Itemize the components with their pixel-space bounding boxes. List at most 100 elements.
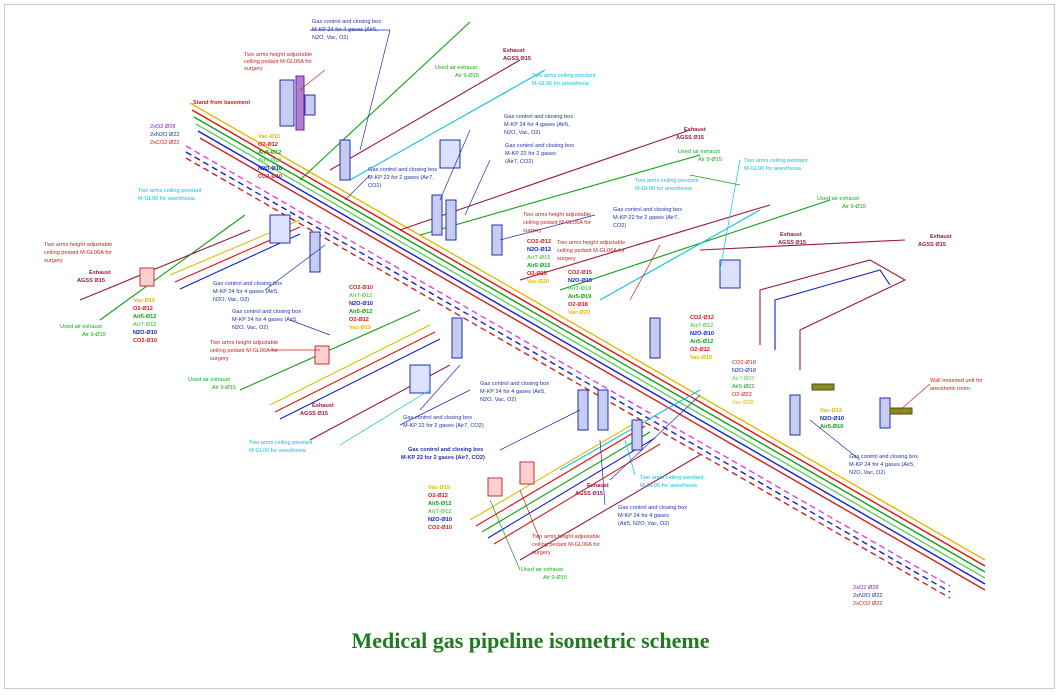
pipe-list-c-item: O2-Ø12 [349, 317, 369, 323]
pipe-list-c-item: Vac-Ø15 [349, 325, 371, 331]
left-top-gas-b: 2xN2O Ø22 [150, 132, 180, 138]
used-top-label-b: Air 9-Ø15 [455, 73, 479, 79]
pipe-list-f-item: Air7-Ø12 [690, 323, 713, 329]
box12-label-b: M-KP 24 for 4 gases (Air5, [849, 462, 915, 468]
pendant-top-label-b: ceiling pedant M-GL06A for [244, 59, 312, 65]
exhaust3-label: Exhaust [780, 232, 802, 238]
pipe-list-e: CO2-Ø15 N2O-Ø15 Air7-Ø19 Air5-Ø19 O2-Ø18… [568, 270, 592, 316]
pipe-list-f-item: Vac-Ø15 [690, 355, 712, 361]
pipe-list-a-item: Vac-Ø15 [258, 134, 280, 140]
pipe-list-i: Vac-Ø15 O2-Ø12 Air5-Ø12 Air7-Ø12 N2O-Ø10… [428, 485, 452, 531]
used7-label-a: Used air exhaust [521, 567, 563, 573]
exhaust2-size: AGSS Ø15 [676, 135, 704, 141]
pipe-list-i-item: CO2-Ø10 [428, 525, 452, 531]
box12-label-c: N2O, Vac, O2) [849, 470, 885, 476]
cyan3-label-a: Two arms ceiling pendant [635, 178, 699, 184]
pipe-list-d: CO2-Ø12 N2O-Ø12 Air7-Ø15 Air5-Ø15 O2-Ø15… [527, 239, 551, 285]
diagram-frame [4, 4, 1055, 689]
pendant-top-label-a: Two arms height adjustable [244, 52, 312, 58]
box-top-label-b: M-KP 24 for 4 gases (Air5, [312, 27, 378, 33]
box4-label-c: CO2) [368, 183, 382, 189]
used3-label-b: Air 9-Ø15 [842, 204, 866, 210]
equipment-blocks [139, 75, 913, 497]
box8-label-a: Gas control and closing box [480, 381, 549, 387]
box8-label-b: M-KP 24 for 4 gases (Air5, [480, 389, 546, 395]
box4-label-b: M-KP 22 for 2 gases (Air7, [368, 175, 434, 181]
pipe-list-f: CO2-Ø12 Air7-Ø12 N2O-Ø10 Air5-Ø12 O2-Ø12… [690, 315, 714, 361]
pipe-list-c: CO2-Ø10 Air7-Ø12 N2O-Ø10 Air5-Ø12 O2-Ø12… [349, 285, 373, 331]
pipe-list-g-item: Vac-Ø28 [732, 400, 754, 406]
box2-label-c: N2O, Vac, O2) [504, 130, 540, 136]
pipe-list-d-item: Air5-Ø15 [527, 263, 550, 269]
cyan3-label-b: M-GL06 for anesthesia [635, 186, 693, 192]
pipe-list-b-item: Air7-Ø12 [133, 322, 156, 328]
cyan5-label-a: Two arms ceiling pendant [249, 440, 313, 446]
box4-label-a: Gas control and closing box [368, 167, 437, 173]
pipe-list-i-item: N2O-Ø10 [428, 517, 452, 523]
used3-label-a: Used air exhaust [817, 196, 859, 202]
box3-label-c: (Air7, CO2) [505, 159, 533, 165]
exhaust6-size: AGSS Ø15 [300, 411, 328, 417]
left-top-gas-c: 2xCO2 Ø22 [150, 140, 180, 146]
pendant4-label-a: Two arms height adjustable [44, 242, 112, 248]
pipe-list-g-item: CO2-Ø18 [732, 360, 756, 366]
cyan2-label-a: Two arms ceiling pendant [744, 158, 808, 164]
pipe-list-a-item: Air7-Ø12 [258, 158, 281, 164]
pipe-list-b-item: N2O-Ø10 [133, 330, 157, 336]
box3-label-a: Gas control and closing box [505, 143, 574, 149]
left-top-gas-a: 2xO2 Ø28 [150, 124, 176, 130]
pipe-list-e-item: O2-Ø18 [568, 302, 588, 308]
pipe-list-f-item: CO2-Ø12 [690, 315, 714, 321]
box12-label-a: Gas control and closing box [849, 454, 918, 460]
pipe-list-f-item: Air5-Ø12 [690, 339, 713, 345]
exhaust-bottom-label: Exhaust [587, 483, 609, 489]
pendant4-label-b: ceiling pedant M-GL06A for [44, 250, 112, 256]
pipe-list-b: Vac-Ø15 O2-Ø12 Air5-Ø12 Air7-Ø12 N2O-Ø10… [133, 298, 157, 344]
exhaust5-label: Exhaust [89, 270, 111, 276]
box11-label-a: Gas control and closing box [618, 505, 687, 511]
pendant6-label-a: Two arms height adjustable [532, 534, 600, 540]
cyan4-label-b: M-GL06 for anesthesia [138, 196, 196, 202]
exhaust6-label: Exhaust [312, 403, 334, 409]
pendant5-label-c: surgery [210, 356, 229, 362]
pipe-list-d-item: CO2-Ø12 [527, 239, 551, 245]
box5-label-c: CO2) [613, 223, 627, 229]
pipe-list-h-item: Air5-Ø10 [820, 424, 843, 430]
right-exhaust-loop [759, 259, 907, 370]
pipe-list-c-item: Air5-Ø12 [349, 309, 372, 315]
pendant3-label-b: ceiling pedant M-GL06A for [557, 248, 625, 254]
cyan-top-label-b: M-GL06 for anesthesia [532, 81, 590, 87]
box7-label-b: M-KP 24 for 4 gases (Air5, [232, 317, 298, 323]
pendant3-label-c: surgery [557, 256, 576, 262]
pipe-list-e-item: Vac-Ø20 [568, 310, 590, 316]
exhaust2-label: Exhaust [684, 127, 706, 133]
pipe-list-e-item: N2O-Ø15 [568, 278, 592, 284]
pipe-list-i-item: Vac-Ø15 [428, 485, 450, 491]
right-gas-c: 2xCO2 Ø22 [853, 601, 883, 607]
used5-label-a: Used air exhaust [188, 377, 230, 383]
pipe-list-g-item: N2O-Ø18 [732, 368, 756, 374]
pipe-list-h-item: Vac-Ø12 [820, 408, 842, 414]
pipe-list-g-item: O2-Ø22 [732, 392, 752, 398]
pipe-list-g: CO2-Ø18 N2O-Ø18 Air7-Ø22 Air5-Ø22 O2-Ø22… [732, 360, 756, 406]
pipe-list-h-item: N2O-Ø10 [820, 416, 844, 422]
pipe-list-d-item: N2O-Ø12 [527, 247, 551, 253]
used4-label-b: Air 9-Ø15 [82, 332, 106, 338]
box5-label-b: M-KP 22 for 2 gases (Air7, [613, 215, 679, 221]
pipe-list-h: Vac-Ø12 N2O-Ø10 Air5-Ø10 [820, 408, 844, 430]
lower-branches [469, 389, 701, 561]
box3-label-b: M-KP 22 for 2 gases [505, 151, 556, 157]
exhaust-bottom-size: AGSS Ø15 [575, 491, 603, 497]
box9-label-a: Gas control and closing box [403, 415, 472, 421]
pipe-list-g-item: Air7-Ø22 [732, 376, 754, 382]
pipe-list-d-item: Vac-Ø20 [527, 279, 549, 285]
pendant4-label-c: surgery [44, 258, 63, 264]
wall-label-b: anesthetic room [930, 386, 970, 392]
pipe-list-a-item: O2-Ø12 [258, 142, 278, 148]
exhaust-top-label: Exhaust [503, 48, 525, 54]
diagram-caption: Medical gas pipeline isometric scheme [351, 628, 710, 653]
cyan-top-label-a: Two arms ceiling pendant [532, 73, 596, 79]
exhaust-top-size: AGSS Ø15 [503, 56, 531, 62]
box-top-label-c: N2O, Vac, O2) [312, 35, 348, 41]
used4-label-a: Used air exhaust [60, 324, 102, 330]
